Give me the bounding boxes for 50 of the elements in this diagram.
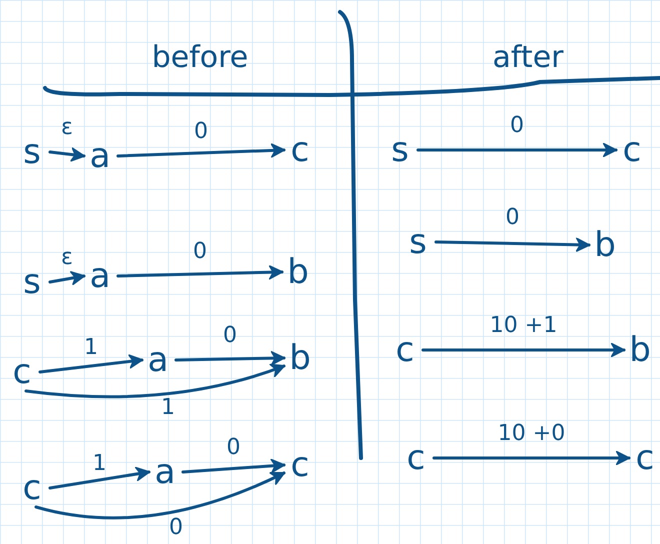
arrow (434, 237, 590, 252)
edge-label: 1 (92, 453, 108, 475)
state-letter: a (151, 453, 179, 491)
arrow (422, 342, 626, 358)
state-letter: a (144, 341, 172, 379)
state-letter: c (402, 439, 430, 477)
state-letter: b (626, 331, 654, 369)
state-letter: c (618, 131, 646, 169)
edge-label: 10 +1 (488, 315, 558, 337)
edge-label: ε (60, 117, 74, 139)
state-letter: b (591, 226, 619, 264)
state-letter: c (286, 131, 314, 169)
arrow (416, 142, 618, 158)
edge-label: 0 (504, 207, 520, 229)
arrow (432, 450, 630, 466)
state-letter: s (18, 263, 46, 301)
edge-label: 1 (83, 337, 99, 359)
edge-label: 0 (192, 241, 208, 263)
edge-label: 0 (509, 115, 525, 137)
state-letter: s (18, 133, 46, 171)
arrow (34, 472, 286, 520)
edge-label: 1 (160, 397, 176, 419)
state-letter: c (18, 469, 46, 507)
state-letter: a (86, 257, 114, 295)
state-letter: c (391, 331, 419, 369)
arrow (48, 147, 86, 162)
state-letter: a (86, 137, 114, 175)
state-letter: b (284, 253, 312, 291)
arrow (116, 142, 286, 158)
edge-label: 0 (168, 517, 184, 539)
arrow (174, 350, 286, 366)
arrow (38, 354, 144, 374)
arrow (48, 466, 150, 490)
state-letter: b (286, 339, 314, 377)
edge-label: ε (60, 247, 74, 269)
state-letter: c (286, 446, 314, 484)
edge-label: 0 (222, 325, 238, 347)
arrow (116, 264, 284, 280)
state-letter: c (631, 439, 659, 477)
state-letter: s (404, 223, 432, 261)
column-heading: before (152, 43, 248, 73)
state-letter: s (386, 131, 414, 169)
arrow (48, 270, 86, 286)
arrow (182, 458, 286, 474)
column-heading: after (492, 43, 564, 73)
arrow (24, 363, 286, 398)
edge-label: 0 (226, 437, 242, 459)
edge-label: 0 (193, 121, 209, 143)
edge-label: 10 +0 (496, 423, 566, 445)
state-letter: c (8, 353, 36, 391)
